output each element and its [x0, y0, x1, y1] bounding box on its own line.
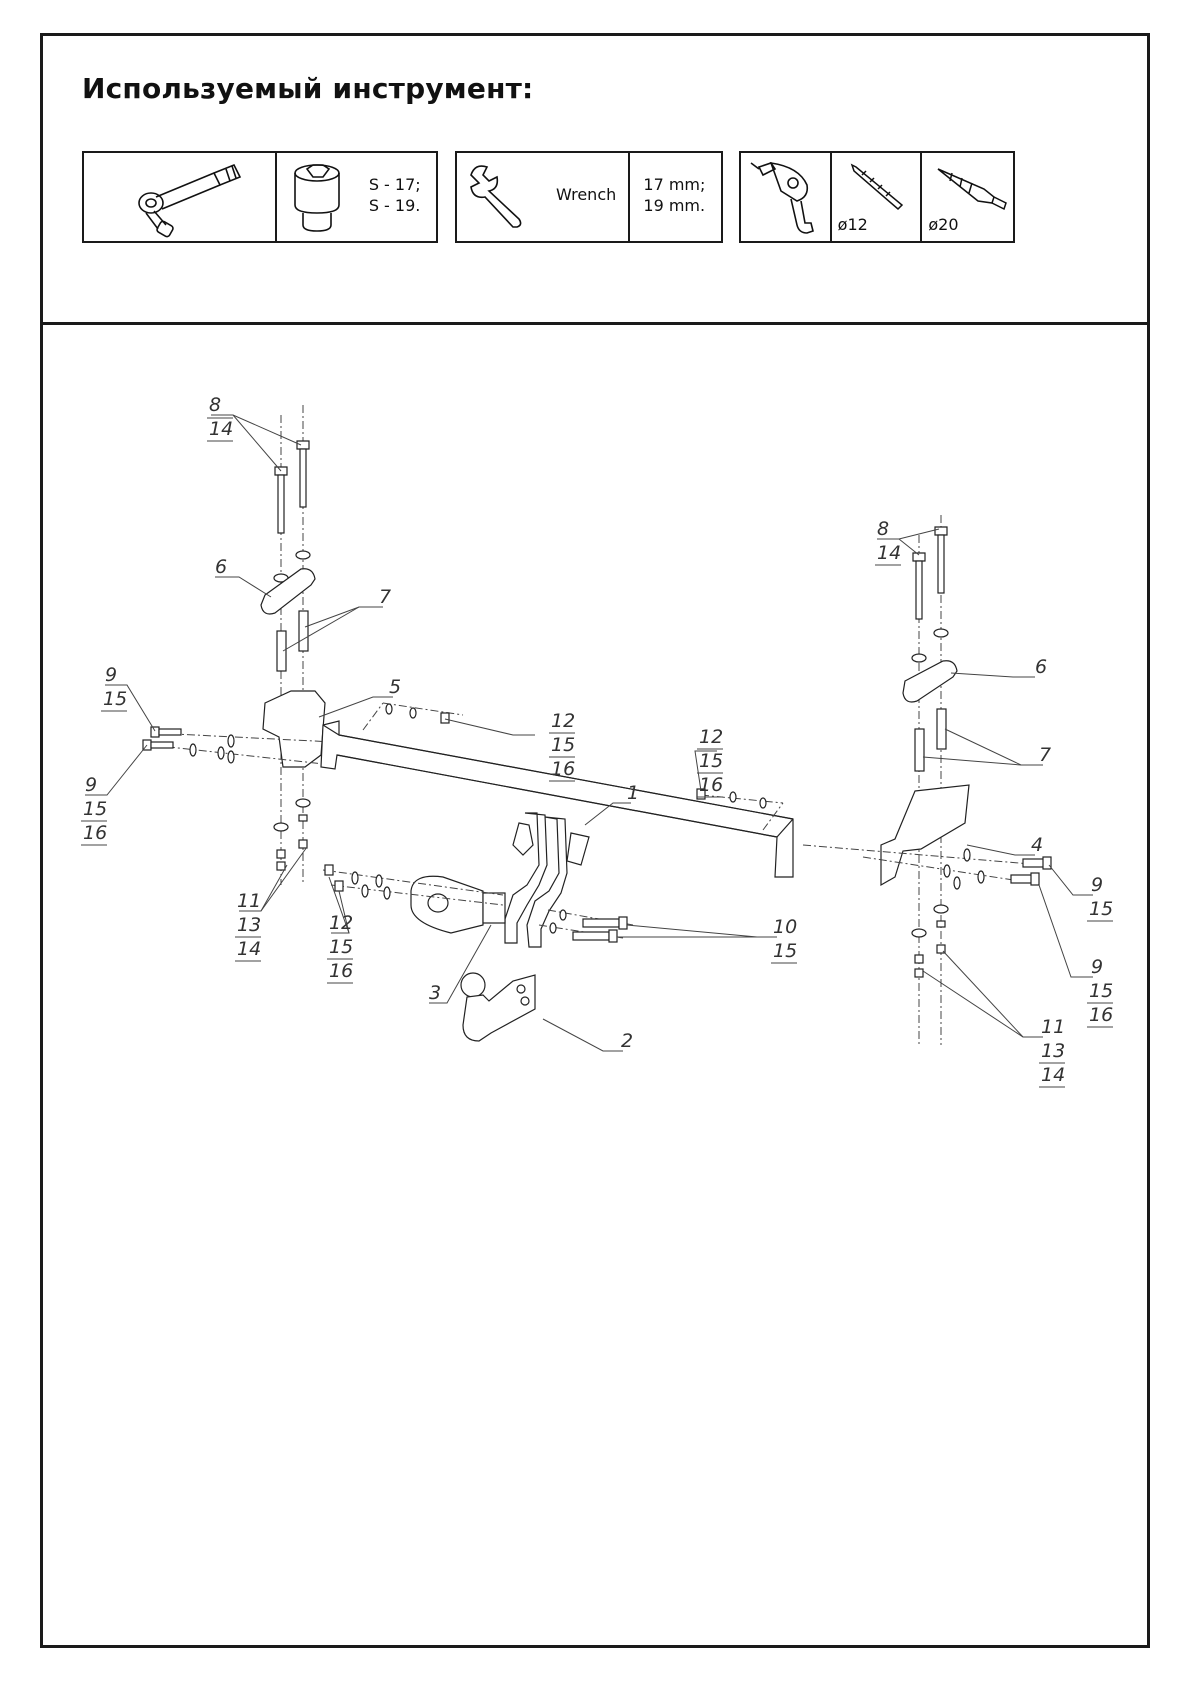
callout-8-left: 8	[209, 394, 221, 416]
callout-14-a: 14	[237, 938, 261, 960]
callout-12-a: 12	[551, 710, 575, 732]
socket-size-19: S - 19.	[368, 196, 421, 215]
wrench-size-cell: 17 mm; 19 mm.	[630, 153, 721, 241]
callout-15-a: 15	[103, 688, 127, 710]
left-lower-hardware	[273, 798, 311, 871]
callout-15-f: 15	[1089, 980, 1113, 1002]
drill-bit-20-cell: ø20	[922, 153, 1013, 241]
callout-9-b: 9	[85, 774, 97, 796]
callout-10: 10	[773, 916, 797, 938]
callout-15-c: 15	[551, 734, 575, 756]
callout-13-a: 13	[237, 914, 261, 936]
drill-bit-20-label: ø20	[928, 215, 959, 234]
right-long-bolts	[912, 515, 948, 1045]
socket-cell: S - 17; S - 19.	[277, 153, 436, 241]
callout-16-f: 16	[1089, 1004, 1113, 1026]
crossbar-left-nuts	[385, 703, 450, 724]
ratchet-icon	[138, 163, 242, 238]
callout-14-right: 14	[877, 542, 901, 564]
drill-bit-12-cell: ø12	[832, 153, 923, 241]
drill-cell	[741, 153, 832, 241]
right-upper-washers	[911, 628, 949, 663]
section-divider	[40, 322, 1150, 325]
callout-11-b: 11	[1041, 1016, 1065, 1038]
page-frame	[40, 33, 1150, 1648]
right-bracket-4	[880, 784, 970, 887]
callout-7-left: 7	[379, 586, 391, 608]
ball-plate-3	[322, 869, 506, 934]
wrench-label: Wrench	[556, 185, 617, 204]
center-bolts-10	[538, 909, 634, 943]
callout-6-right: 6	[1035, 656, 1047, 678]
socket-size-17: S - 17;	[368, 175, 421, 194]
socket-icon	[294, 164, 340, 232]
left-upper-washers	[273, 550, 311, 583]
callout-16-d: 16	[699, 774, 723, 796]
callout-labels: 8 14 6 7 5 9 15 9 15 16 12 15 16 1 12 15…	[81, 394, 1113, 1088]
drill-bit-12-icon	[850, 163, 903, 211]
callout-15-b: 15	[83, 798, 107, 820]
ratchet-cell	[84, 153, 277, 241]
callout-12-e: 12	[329, 912, 353, 934]
callout-7-right: 7	[1039, 744, 1051, 766]
callout-13-b: 13	[1041, 1040, 1065, 1062]
wrench-size-19: 19 mm.	[643, 196, 706, 215]
callout-16-b: 16	[83, 822, 107, 844]
callout-4: 4	[1031, 834, 1043, 856]
callout-14-b: 14	[1041, 1064, 1065, 1086]
tow-ball-2	[460, 972, 536, 1042]
callout-5: 5	[389, 676, 401, 698]
callout-9-d: 9	[1091, 956, 1103, 978]
left-spacer-tubes	[276, 610, 309, 672]
center-mount-brackets	[504, 812, 590, 948]
callout-9-a: 9	[105, 664, 117, 686]
callout-15-h: 15	[773, 940, 797, 962]
drill-bit-12-label: ø12	[837, 215, 868, 234]
callout-15-g: 15	[329, 936, 353, 958]
right-lower-hardware	[911, 904, 949, 978]
wrench-size-17: 17 mm;	[643, 175, 706, 194]
callout-16-g: 16	[329, 960, 353, 982]
callout-6-left: 6	[215, 556, 227, 578]
wrench-icon	[470, 165, 522, 228]
assembly-diagram: .ln { fill: none; stroke: #222; stroke-w…	[81, 394, 1113, 1088]
callout-15-e: 15	[1089, 898, 1113, 920]
callout-12-b: 12	[699, 726, 723, 748]
right-spacer-plate	[902, 660, 958, 703]
toolbox-wrench: Wrench 17 mm; 19 mm.	[455, 151, 723, 243]
callout-11-a: 11	[237, 890, 261, 912]
callout-3: 3	[429, 982, 441, 1004]
callout-2: 2	[621, 1030, 633, 1052]
left-bracket-5	[262, 690, 326, 768]
callout-15-d: 15	[699, 750, 723, 772]
main-crossbar-1	[320, 702, 794, 878]
left-spacer-plate	[260, 568, 316, 615]
leader-lines	[85, 414, 1093, 1052]
step-drill-bit-icon	[937, 168, 1008, 211]
callout-1: 1	[627, 782, 639, 804]
callout-8-right: 8	[877, 518, 889, 540]
callout-14-left: 14	[209, 418, 233, 440]
toolbox-ratchet-socket: S - 17; S - 19.	[82, 151, 438, 243]
callout-16-c: 16	[551, 758, 575, 780]
tools-heading: Используемый инструмент:	[82, 72, 534, 105]
drill-icon	[750, 162, 814, 234]
right-side-bolts	[802, 844, 1052, 890]
wrench-cell: Wrench	[457, 153, 631, 241]
toolbox-drill: ø12 ø20	[739, 151, 1015, 243]
callout-9-c: 9	[1091, 874, 1103, 896]
